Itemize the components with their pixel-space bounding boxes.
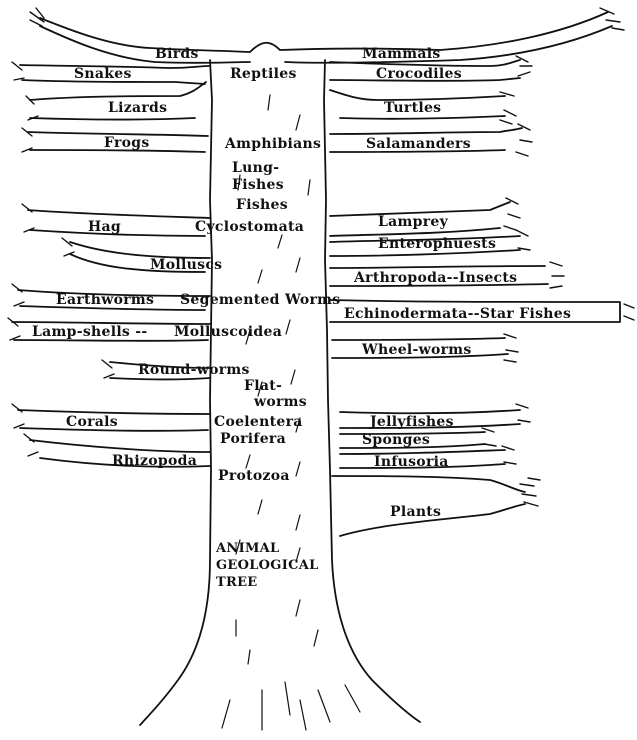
label-echinodermata: Echinodermata--Star Fishes bbox=[344, 306, 571, 322]
label-salamanders: Salamanders bbox=[366, 136, 471, 152]
label-flatworms-line2: worms bbox=[254, 394, 307, 410]
label-amphibians: Amphibians bbox=[225, 136, 321, 152]
label-protozoa: Protozoa bbox=[218, 468, 290, 484]
label-fishes: Fishes bbox=[236, 197, 288, 213]
label-wheel-worms: Wheel-worms bbox=[362, 342, 472, 358]
label-molluscoidea: Molluscoidea bbox=[174, 324, 282, 340]
label-corals: Corals bbox=[66, 414, 118, 430]
label-mammals: Mammals bbox=[362, 46, 441, 62]
branch-birds-mammals bbox=[30, 8, 624, 63]
label-round-worms: Round-worms bbox=[138, 362, 250, 378]
tree-title-line3: TREE bbox=[216, 574, 258, 591]
label-rhizopoda: Rhizopoda bbox=[112, 453, 197, 469]
label-cyclostomata: Cyclostomata bbox=[195, 219, 304, 235]
label-lamprey: Lamprey bbox=[378, 214, 448, 230]
label-snakes: Snakes bbox=[74, 66, 132, 82]
label-flatworms-line1: Flat- bbox=[244, 378, 282, 394]
label-sponges: Sponges bbox=[362, 432, 430, 448]
label-lizards: Lizards bbox=[108, 100, 167, 116]
label-lung-fishes-line2: Fishes bbox=[232, 177, 284, 193]
label-lamp-shells: Lamp-shells -- bbox=[32, 324, 148, 340]
label-reptiles: Reptiles bbox=[230, 66, 297, 82]
label-coelentera: Coelentera bbox=[214, 414, 303, 430]
label-hag: Hag bbox=[88, 219, 121, 235]
label-jellyfishes: Jellyfishes bbox=[370, 414, 454, 430]
label-earthworms: Earthworms bbox=[56, 292, 154, 308]
label-arthropoda: Arthropoda--Insects bbox=[354, 270, 517, 286]
tree-title-line2: GEOLOGICAL bbox=[216, 557, 319, 574]
label-segmented-worms: Segemented Worms bbox=[180, 292, 340, 308]
label-lung-fishes-line1: Lung- bbox=[232, 160, 279, 176]
label-plants: Plants bbox=[390, 504, 441, 520]
label-turtles: Turtles bbox=[384, 100, 441, 116]
label-molluscs: Molluscs bbox=[150, 257, 222, 273]
label-infusoria: Infusoria bbox=[374, 454, 449, 470]
label-porifera: Porifera bbox=[220, 431, 286, 447]
label-birds: Birds bbox=[155, 46, 199, 62]
label-enterophuests: Enterophuests bbox=[378, 236, 496, 252]
label-frogs: Frogs bbox=[104, 135, 150, 151]
tree-title-line1: ANIMAL bbox=[216, 540, 279, 557]
label-crocodiles: Crocodiles bbox=[376, 66, 462, 82]
